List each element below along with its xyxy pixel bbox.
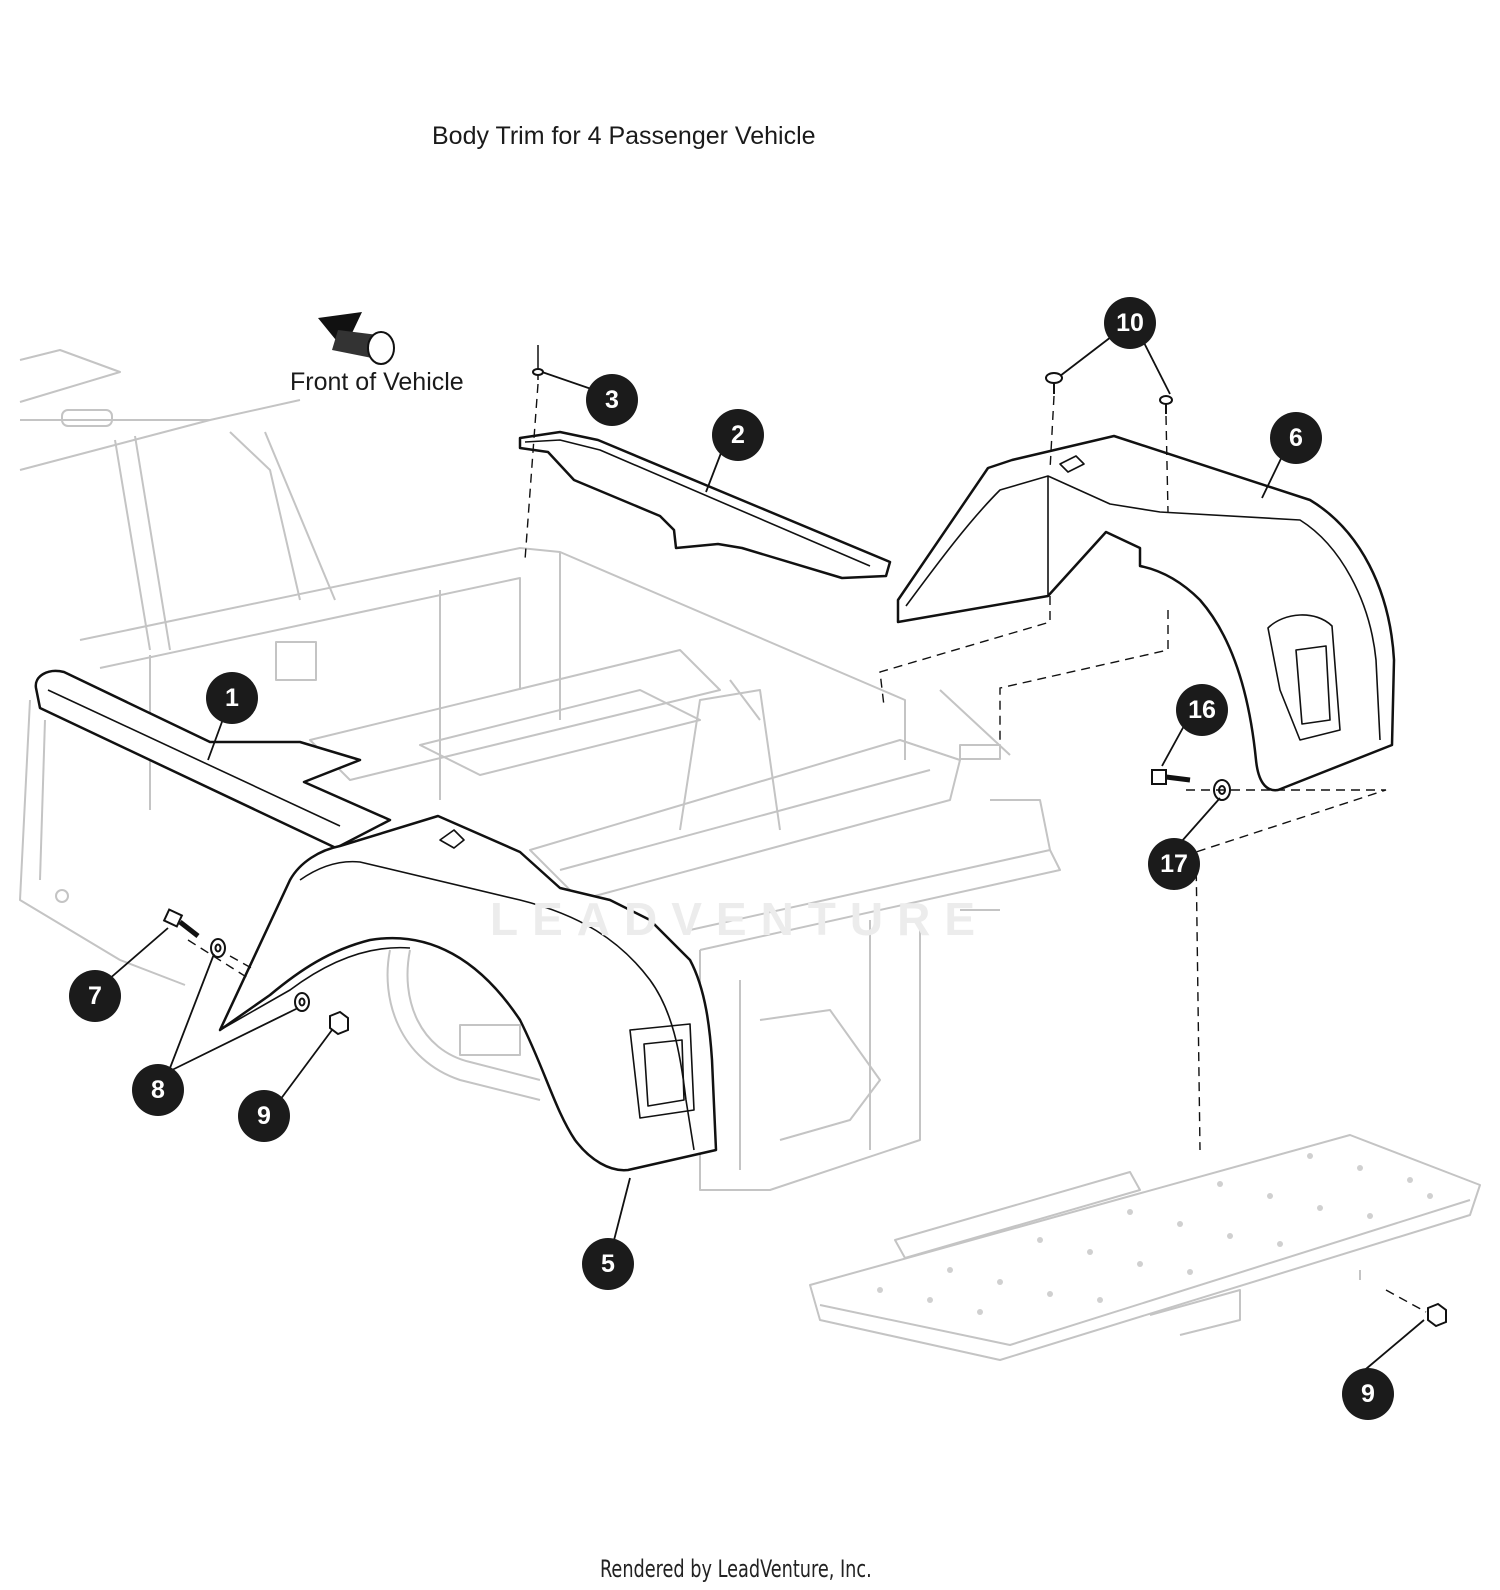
- callout-part-8[interactable]: 8: [132, 1064, 184, 1116]
- callout-part-6[interactable]: 6: [1270, 412, 1322, 464]
- assembly-guide-lines: [187, 383, 1427, 1313]
- callout-part-17[interactable]: 17: [1148, 838, 1200, 890]
- front-direction-arrow-icon: [318, 312, 395, 365]
- part-5-left-fender: [218, 814, 718, 1172]
- callout-part-7[interactable]: 7: [69, 970, 121, 1022]
- part-6-right-fender: [896, 434, 1396, 792]
- callout-part-2[interactable]: 2: [712, 409, 764, 461]
- hardware: [162, 345, 1447, 1328]
- callout-part-3[interactable]: 3: [586, 374, 638, 426]
- callout-part-9-left[interactable]: 9: [238, 1090, 290, 1142]
- part-1-side-trim: [34, 669, 392, 850]
- diagram-title: Body Trim for 4 Passenger Vehicle: [432, 122, 816, 150]
- callout-part-10[interactable]: 10: [1104, 297, 1156, 349]
- rear-step: [809, 1134, 1481, 1361]
- callout-part-5[interactable]: 5: [582, 1238, 634, 1290]
- callout-part-1[interactable]: 1: [206, 672, 258, 724]
- watermark: LEADVENTURE: [490, 893, 990, 945]
- footer-credit: Rendered by LeadVenture, Inc.: [600, 1555, 872, 1583]
- part-2-rear-trim: [518, 430, 892, 580]
- callout-part-9-right[interactable]: 9: [1342, 1368, 1394, 1420]
- front-of-vehicle-label: Front of Vehicle: [290, 368, 464, 396]
- callout-part-16[interactable]: 16: [1176, 684, 1228, 736]
